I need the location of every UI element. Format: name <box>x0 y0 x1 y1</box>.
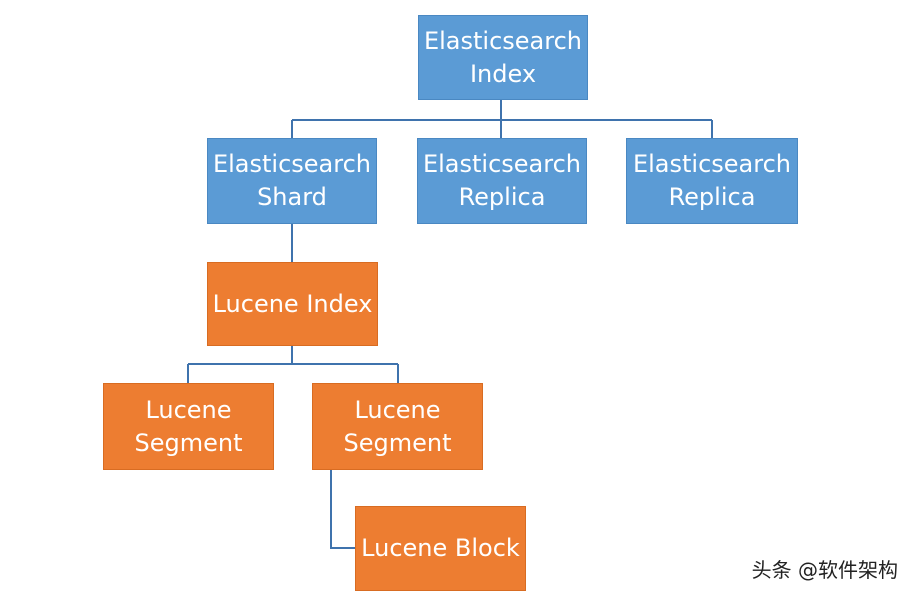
elasticsearch-replica-label-2: Elasticsearch Replica <box>632 150 792 211</box>
lucene-index-node: Lucene Index <box>207 262 378 346</box>
elasticsearch-replica-label-1: Elasticsearch Replica <box>422 150 582 211</box>
lucene-index-to-segments-connector <box>187 346 399 383</box>
lucene-block-node: Lucene Block <box>355 506 526 591</box>
elasticsearch-shard-label: Elasticsearch Shard <box>212 150 372 211</box>
lucene-segment-node-2: Lucene Segment <box>312 383 483 470</box>
elasticsearch-replica-node-2: Elasticsearch Replica <box>626 138 798 224</box>
lucene-index-label: Lucene Index <box>212 289 373 318</box>
elasticsearch-replica-node-1: Elasticsearch Replica <box>417 138 587 224</box>
lucene-segment-node-1: Lucene Segment <box>103 383 274 470</box>
elasticsearch-index-label: Elasticsearch Index <box>423 26 583 88</box>
lucene-segment-label-2: Lucene Segment <box>343 395 452 457</box>
segment-to-block-connector <box>330 470 355 549</box>
elasticsearch-shard-node: Elasticsearch Shard <box>207 138 377 224</box>
lucene-segment-label-1: Lucene Segment <box>134 395 243 457</box>
index-to-shards-connector <box>291 100 713 138</box>
lucene-block-label: Lucene Block <box>361 534 520 562</box>
elasticsearch-index-node: Elasticsearch Index <box>418 15 588 100</box>
watermark-text: 头条 @软件架构 <box>751 558 898 582</box>
